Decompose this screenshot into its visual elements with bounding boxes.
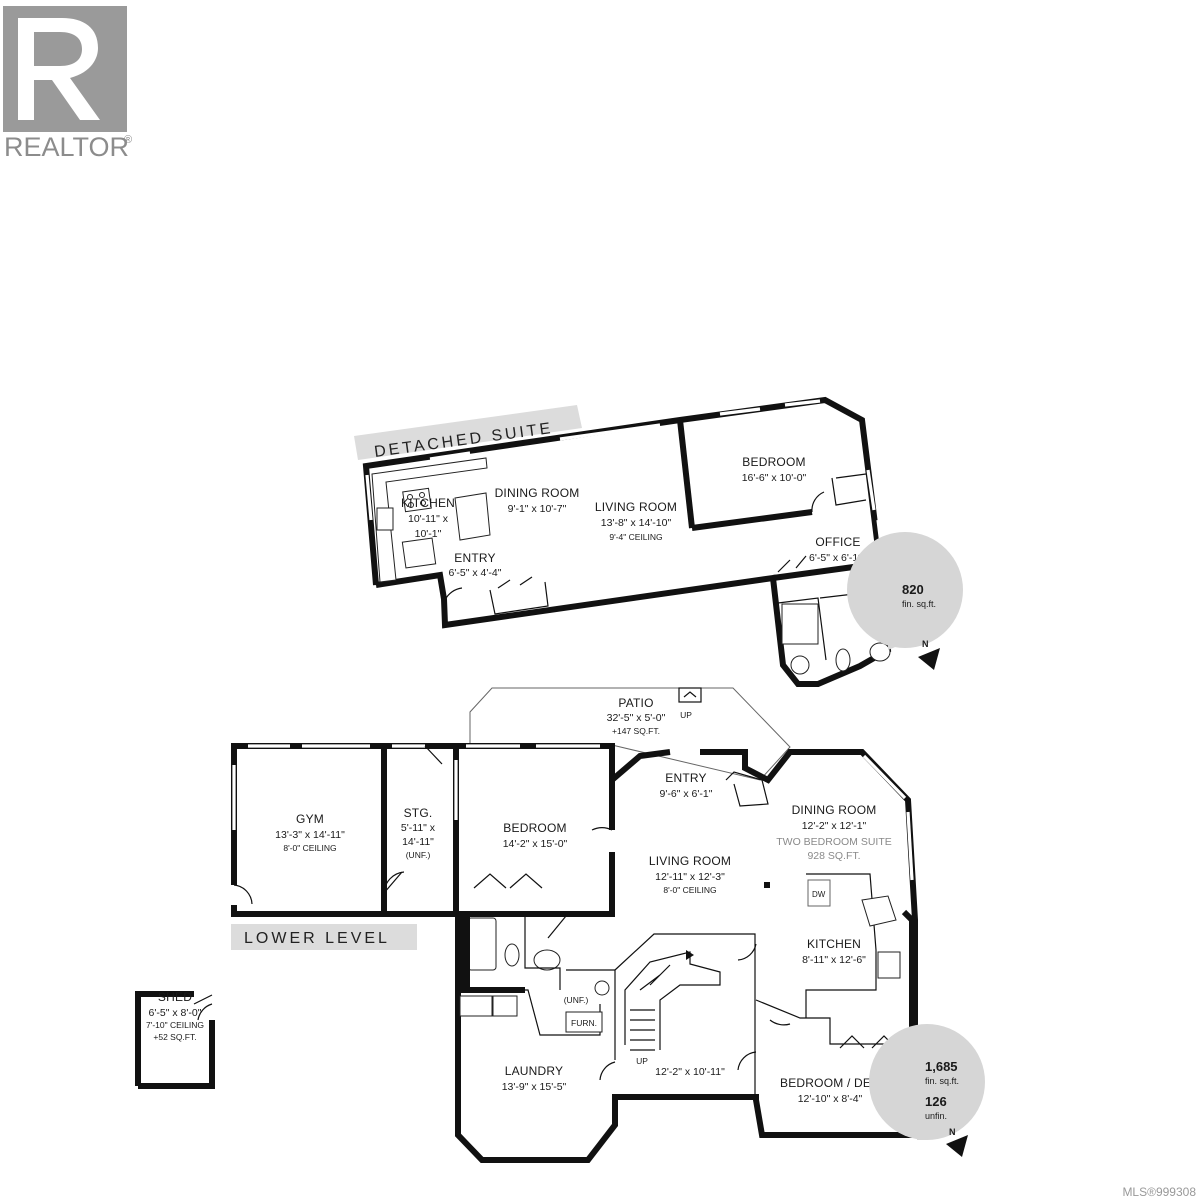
svg-text:GYM: GYM: [296, 812, 324, 826]
patio-outline: [469, 687, 791, 781]
svg-text:13'-9" x 15'-5": 13'-9" x 15'-5": [502, 1081, 567, 1093]
ll-room-entry: ENTRY 9'-6" x 6'-1": [660, 771, 713, 800]
lower-level-banner-text: LOWER LEVEL: [244, 930, 390, 947]
svg-text:KITCHEN: KITCHEN: [401, 496, 455, 510]
svg-text:6'-5" x 6'-11": 6'-5" x 6'-11": [809, 552, 867, 564]
svg-text:ENTRY: ENTRY: [665, 771, 706, 785]
ds-room-living: LIVING ROOM 13'-8" x 14'-10" 9'-4" CEILI…: [595, 500, 677, 542]
ll-north-arrow-icon: [946, 1135, 968, 1157]
svg-text:LAUNDRY: LAUNDRY: [505, 1064, 564, 1078]
svg-text:14'-11": 14'-11": [402, 836, 434, 848]
svg-text:UP: UP: [680, 710, 692, 720]
svg-text:10'-1": 10'-1": [415, 528, 442, 540]
ll-area-unfin-unit: unfin.: [925, 1111, 947, 1121]
shed-area: +52 SQ.FT.: [153, 1032, 196, 1042]
realtor-logo: REALTOR ®: [3, 6, 132, 162]
ds-room-bedroom: BEDROOM 16'-6" x 10'-0": [742, 455, 807, 484]
lower-level-banner: [231, 924, 417, 950]
ll-room-gym: GYM 13'-3" x 14'-11" 8'-0" CEILING: [275, 812, 345, 853]
shed-ceiling: 7'-10" CEILING: [146, 1020, 204, 1030]
svg-text:ENTRY: ENTRY: [454, 551, 495, 565]
svg-text:BEDROOM: BEDROOM: [503, 821, 566, 835]
svg-text:STG.: STG.: [404, 806, 433, 820]
svg-text:DINING ROOM: DINING ROOM: [792, 803, 877, 817]
svg-text:DW: DW: [812, 890, 826, 899]
ll-stair-up-label: UP: [636, 1056, 648, 1066]
svg-text:6'-5" x 4'-4": 6'-5" x 4'-4": [449, 567, 502, 579]
shed-name: SHED: [158, 990, 192, 1004]
svg-text:(UNF.): (UNF.): [406, 850, 431, 860]
svg-text:DINING ROOM: DINING ROOM: [495, 486, 580, 500]
ll-room-dining: DINING ROOM 12'-2" x 12'-1" TWO BEDROOM …: [776, 803, 892, 862]
svg-text:9'-4" CEILING: 9'-4" CEILING: [609, 532, 662, 542]
ds-area-badge: 820 fin. sq.ft. N: [847, 532, 963, 670]
suite-note-line2: 928 SQ.FT.: [807, 850, 860, 862]
svg-text:BEDROOM / DEN: BEDROOM / DEN: [780, 1076, 880, 1090]
ds-room-kitchen: KITCHEN 10'-11" x 10'-1": [401, 496, 455, 540]
shed-plan: SHED 6'-5" x 8'-0" 7'-10" CEILING +52 SQ…: [135, 990, 215, 1089]
patio-label: PATIO 32'-5" x 5'-0" +147 SQ.FT. UP: [607, 696, 693, 736]
ll-unf-label: (UNF.): [564, 995, 589, 1005]
ll-area-fin-value: 1,685: [925, 1059, 958, 1074]
svg-text:LIVING ROOM: LIVING ROOM: [649, 854, 731, 868]
svg-text:8'-11" x 12'-6": 8'-11" x 12'-6": [802, 954, 866, 966]
ll-room-stg: STG. 5'-11" x 14'-11" (UNF.): [401, 806, 436, 860]
detached-suite-banner: [354, 405, 582, 460]
svg-text:9'-6" x 6'-1": 9'-6" x 6'-1": [660, 788, 713, 800]
svg-text:OFFICE: OFFICE: [815, 535, 860, 549]
ds-area-unit: fin. sq.ft.: [902, 599, 936, 609]
svg-text:12'-10" x 8'-4": 12'-10" x 8'-4": [798, 1093, 863, 1105]
mls-number: MLS®999308: [1122, 1185, 1196, 1199]
ds-north-arrow-icon: [918, 648, 940, 670]
svg-text:8'-0" CEILING: 8'-0" CEILING: [283, 843, 336, 853]
ds-north-label: N: [922, 639, 929, 649]
realtor-logo-text: REALTOR: [4, 132, 129, 162]
svg-text:+147 SQ.FT.: +147 SQ.FT.: [612, 726, 660, 736]
ds-room-entry: ENTRY 6'-5" x 4'-4": [449, 551, 502, 579]
svg-text:12'-11" x 12'-3": 12'-11" x 12'-3": [655, 871, 725, 883]
svg-text:32'-5" x 5'-0": 32'-5" x 5'-0": [607, 712, 666, 724]
ds-room-office: OFFICE 6'-5" x 6'-11": [809, 535, 867, 564]
svg-text:KITCHEN: KITCHEN: [807, 937, 861, 951]
svg-text:13'-3" x 14'-11": 13'-3" x 14'-11": [275, 829, 345, 841]
ll-room-bedroom-den: BEDROOM / DEN 12'-10" x 8'-4": [780, 1076, 880, 1105]
svg-text:5'-11" x: 5'-11" x: [401, 822, 436, 834]
ll-room-kitchen: KITCHEN 8'-11" x 12'-6": [802, 937, 866, 966]
svg-text:13'-8" x 14'-10": 13'-8" x 14'-10": [601, 517, 672, 529]
shed-dims: 6'-5" x 8'-0": [149, 1007, 202, 1019]
ll-area-badge: 1,685 fin. sq.ft. 126 unfin. N: [869, 1024, 985, 1157]
ll-room-laundry: LAUNDRY 13'-9" x 15'-5": [502, 1064, 567, 1093]
svg-text:9'-1" x 10'-7": 9'-1" x 10'-7": [508, 503, 567, 515]
ll-room-bedroom: BEDROOM 14'-2" x 15'-0": [503, 821, 568, 850]
ll-furn-label: FURN.: [571, 1018, 597, 1028]
svg-text:LIVING ROOM: LIVING ROOM: [595, 500, 677, 514]
svg-text:10'-11" x: 10'-11" x: [408, 513, 449, 525]
svg-text:14'-2" x 15'-0": 14'-2" x 15'-0": [503, 838, 568, 850]
detached-suite-plan: DETACHED SUITE: [354, 396, 963, 687]
ll-room-living: LIVING ROOM 12'-11" x 12'-3" 8'-0" CEILI…: [649, 854, 731, 895]
lower-level-plan: PATIO 32'-5" x 5'-0" +147 SQ.FT. UP: [231, 687, 985, 1163]
svg-text:BEDROOM: BEDROOM: [742, 455, 805, 469]
svg-text:16'-6" x 10'-0": 16'-6" x 10'-0": [742, 472, 807, 484]
ds-room-dining: DINING ROOM 9'-1" x 10'-7": [495, 486, 580, 515]
suite-note-line1: TWO BEDROOM SUITE: [776, 836, 892, 848]
ds-area-value: 820: [902, 582, 924, 597]
svg-text:8'-0" CEILING: 8'-0" CEILING: [663, 885, 716, 895]
ll-room-hall: 12'-2" x 10'-11": [655, 1066, 725, 1078]
ll-north-label: N: [949, 1127, 956, 1137]
svg-text:PATIO: PATIO: [618, 696, 653, 710]
svg-text:12'-2" x 10'-11": 12'-2" x 10'-11": [655, 1066, 725, 1078]
ll-area-fin-unit: fin. sq.ft.: [925, 1076, 959, 1086]
ll-area-unfin-value: 126: [925, 1094, 947, 1109]
realtor-registered-mark: ®: [124, 134, 132, 146]
svg-text:12'-2" x 12'-1": 12'-2" x 12'-1": [802, 820, 867, 832]
